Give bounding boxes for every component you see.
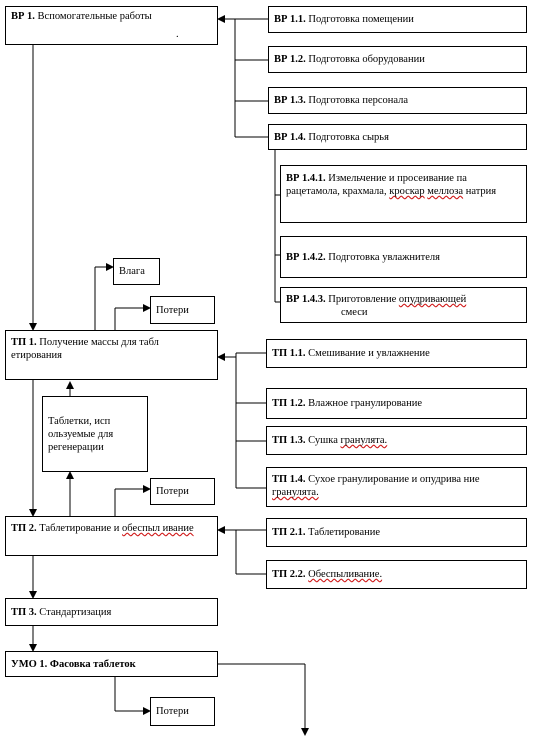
vr11-code: ВР 1.1.	[274, 14, 306, 25]
vr143-code: ВР 1.4.3.	[286, 294, 326, 305]
vr12-text: Подготовка оборудовании	[308, 54, 425, 65]
vr14-code: ВР 1.4.	[274, 131, 306, 143]
vr1-text: Вспомогательные работы	[37, 11, 152, 22]
tp2-code: ТП 2.	[11, 523, 37, 534]
tp2-text: Таблетирование и	[39, 523, 120, 534]
vr1-code: ВР 1.	[11, 11, 35, 22]
regen-text: Таблетки, исп ользуемые для регенерации	[48, 415, 114, 453]
regen-box: Таблетки, исп ользуемые для регенерации	[42, 396, 148, 472]
tp2-text-sq: обеспыл ивание	[122, 523, 194, 534]
vr14-box: ВР 1.4. Подготовка сырья	[268, 124, 527, 150]
loss1-box: Потери	[150, 296, 215, 324]
tp1-box: ТП 1. Получение массы для табл етировани…	[5, 330, 218, 380]
tp12-box: ТП 1.2. Влажное гранулирование	[266, 388, 527, 419]
vr142-box: ВР 1.4.2. Подготовка увлажнителя	[280, 236, 527, 278]
umo1-box: УМО 1. Фасовка таблеток	[5, 651, 218, 677]
vr141-text: Измельчение и просеивание па рацетамола,…	[286, 173, 467, 197]
vr13-box: ВР 1.3. Подготовка персонала	[268, 87, 527, 114]
vr142-text: Подготовка увлажнителя	[328, 251, 440, 263]
tp22-box: ТП 2.2. Обеспыливание.	[266, 560, 527, 589]
tp3-text: Стандартизация	[39, 606, 112, 618]
tp13-text-sq: гранулята.	[340, 435, 388, 446]
vr14-text: Подготовка сырья	[308, 131, 389, 143]
vr11-box: ВР 1.1. Подготовка помещении	[268, 6, 527, 33]
vr13-code: ВР 1.3.	[274, 95, 306, 106]
tp11-text: Смешивание и увлажнение	[308, 348, 430, 359]
vr11-text: Подготовка помещении	[308, 14, 414, 25]
tp13-text: Сушка	[308, 435, 338, 446]
tp21-text: Таблетирование	[308, 527, 381, 538]
vlaga-text: Влага	[119, 266, 145, 277]
umo1-text: Фасовка таблеток	[49, 658, 136, 670]
tp14-code: ТП 1.4.	[272, 474, 306, 485]
loss3-box: Потери	[150, 697, 215, 726]
vr142-code: ВР 1.4.2.	[286, 251, 326, 263]
vr13-text: Подготовка персонала	[308, 95, 409, 106]
vlaga-box: Влага	[113, 258, 160, 285]
tp1-code: ТП 1.	[11, 337, 37, 348]
vr12-box: ВР 1.2. Подготовка оборудовании	[268, 46, 527, 73]
loss2-box: Потери	[150, 478, 215, 505]
vr141-text-end: натрия	[465, 186, 497, 197]
tp22-text-sq: Обеспыливание.	[308, 569, 383, 580]
tp14-text: Сухое гранулирование и опудрива ние	[308, 474, 480, 485]
vr12-code: ВР 1.2.	[274, 54, 306, 65]
tp22-code: ТП 2.2.	[272, 569, 306, 580]
loss2-text: Потери	[156, 486, 189, 497]
tp1-text: Получение массы для табл етирования	[11, 337, 159, 361]
tp2-box: ТП 2. Таблетирование и обеспыл ивание	[5, 516, 218, 556]
vr1-box: ВР 1. Вспомогательные работы .	[5, 6, 218, 45]
vr141-box: ВР 1.4.1. Измельчение и просеивание па р…	[280, 165, 527, 223]
vr141-code: ВР 1.4.1.	[286, 173, 326, 184]
vr143-text: Приготовление	[328, 294, 397, 305]
vr141-text-sq1: кроскар	[389, 186, 425, 197]
tp14-text-sq: гранулята.	[272, 487, 319, 498]
tp12-code: ТП 1.2.	[272, 398, 306, 409]
vr143-text-end: смеси	[341, 307, 368, 318]
tp11-code: ТП 1.1.	[272, 348, 306, 359]
vr1-mark: .	[176, 29, 179, 40]
tp3-box: ТП 3. Стандартизация	[5, 598, 218, 626]
umo1-code: УМО 1.	[11, 658, 48, 670]
tp13-box: ТП 1.3. Сушка гранулята.	[266, 426, 527, 455]
loss1-text: Потери	[156, 304, 189, 316]
vr143-box: ВР 1.4.3. Приготовление опудривающей сме…	[280, 287, 527, 323]
tp3-code: ТП 3.	[11, 606, 37, 618]
tp21-code: ТП 2.1.	[272, 527, 306, 538]
vr143-text-sq: опудривающей	[398, 294, 467, 305]
tp12-text: Влажное гранулирование	[308, 398, 422, 409]
tp11-box: ТП 1.1. Смешивание и увлажнение	[266, 339, 527, 368]
tp13-code: ТП 1.3.	[272, 435, 306, 446]
tp21-box: ТП 2.1. Таблетирование	[266, 518, 527, 547]
vr141-text-sq2: меллоза	[427, 186, 464, 197]
loss3-text: Потери	[156, 706, 189, 717]
tp14-box: ТП 1.4. Сухое гранулирование и опудрива …	[266, 467, 527, 507]
